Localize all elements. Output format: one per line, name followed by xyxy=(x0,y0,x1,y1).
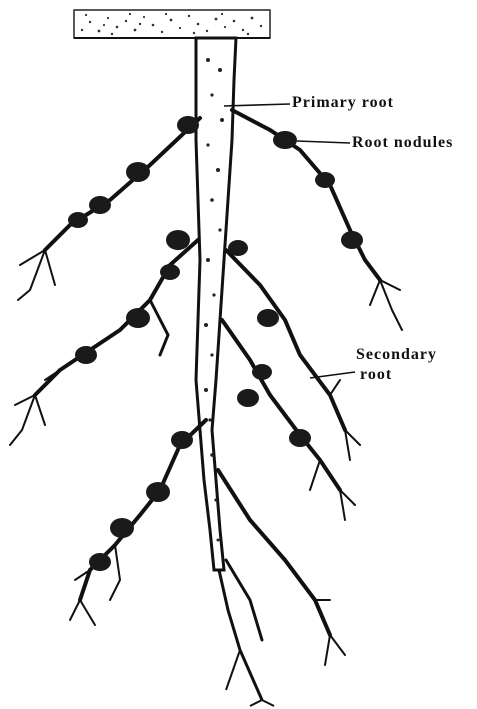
root-nodule xyxy=(75,346,97,364)
secondary-root-label-line1: Secondary xyxy=(356,346,437,364)
root-nodule xyxy=(237,389,259,407)
root-nodule xyxy=(89,196,111,214)
root-nodule xyxy=(257,309,279,327)
root-nodule xyxy=(126,308,150,328)
root-nodule xyxy=(110,518,134,538)
root-nodule xyxy=(126,162,150,182)
root-nodule xyxy=(166,230,190,250)
root-nodules-leader xyxy=(297,141,350,143)
root-nodule xyxy=(177,116,199,134)
soil-surface xyxy=(74,10,270,38)
root-nodule xyxy=(273,131,297,149)
root-nodule xyxy=(315,172,335,188)
root-nodules-label: Root nodules xyxy=(352,134,453,152)
primary-root-label: Primary root xyxy=(292,94,394,112)
root-nodule xyxy=(160,264,180,280)
root-nodule xyxy=(341,231,363,249)
root-nodule xyxy=(89,553,111,571)
root-nodule xyxy=(252,364,272,380)
root-nodule xyxy=(68,212,88,228)
secondary-root-label-line2: root xyxy=(360,366,392,384)
root-nodule xyxy=(228,240,248,256)
root-nodule xyxy=(146,482,170,502)
root-nodule xyxy=(289,429,311,447)
root-nodule xyxy=(171,431,193,449)
